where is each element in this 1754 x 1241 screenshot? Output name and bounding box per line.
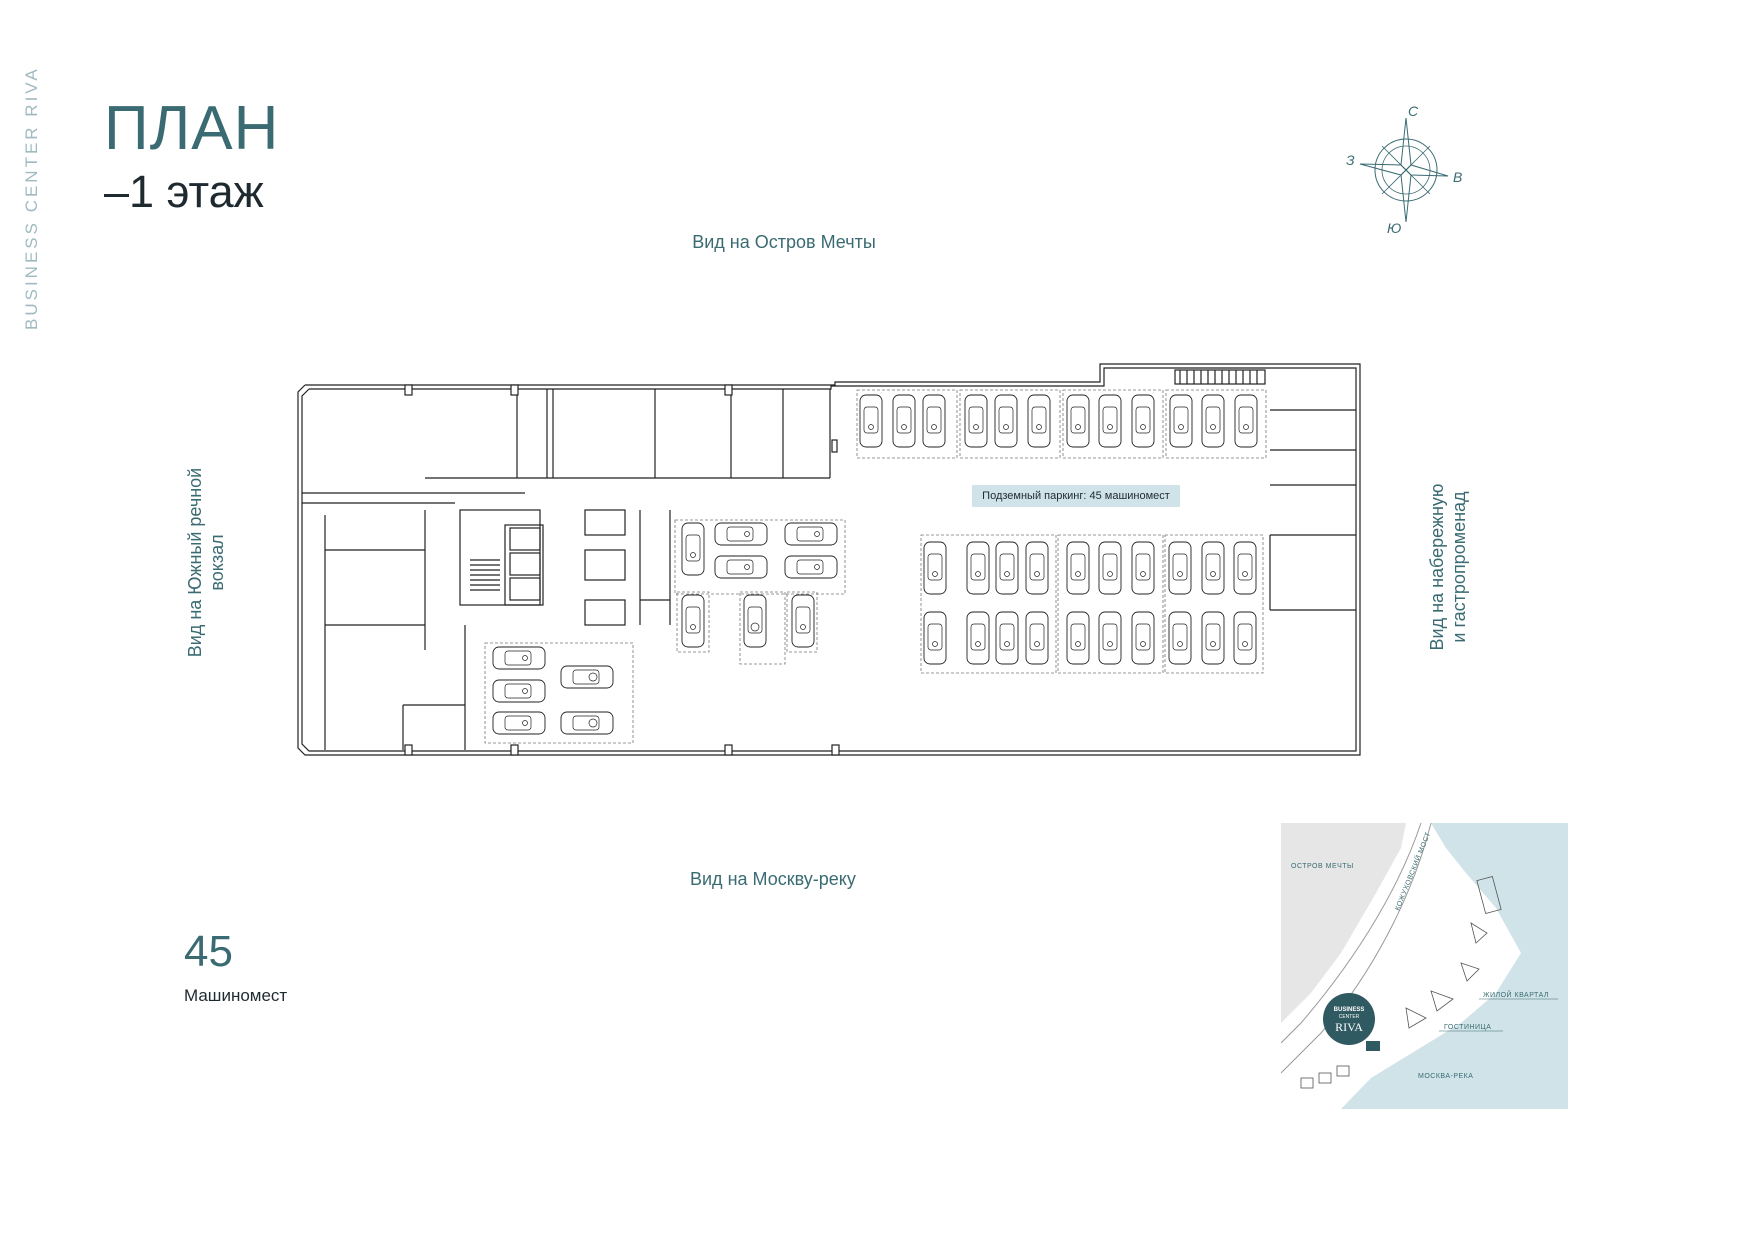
parking-space <box>1201 541 1225 595</box>
parking-space <box>1169 394 1193 448</box>
parking-space <box>1168 541 1192 595</box>
view-label-left: Вид на Южный речной вокзал <box>184 455 228 670</box>
parking-space <box>994 394 1018 448</box>
parking-space <box>923 611 947 665</box>
parking-space <box>492 646 546 670</box>
floor-subtitle: –1 этаж <box>104 166 264 217</box>
view-label-bottom: Вид на Москву-реку <box>690 869 856 889</box>
parking-space <box>995 541 1019 595</box>
parking-space <box>681 594 705 648</box>
minimap-label-river: МОСКВА-РЕКА <box>1418 1073 1473 1080</box>
parking-space <box>681 522 705 576</box>
compass-east: В <box>1453 169 1462 185</box>
minimap-label-island: ОСТРОВ МЕЧТЫ <box>1291 863 1354 870</box>
view-label-left-line1: Вид на Южный речной <box>185 467 205 658</box>
parking-space <box>1098 611 1122 665</box>
parking-space <box>995 611 1019 665</box>
parking-count: 45 <box>184 927 233 976</box>
parking-space <box>791 594 815 648</box>
minimap-logo-line2: CENTER <box>1339 1014 1360 1020</box>
parking-space <box>714 522 768 546</box>
view-label-left-line2: вокзал <box>207 534 227 591</box>
compass-south: Ю <box>1387 220 1401 235</box>
parking-space <box>1131 541 1155 595</box>
accessible-parking-space <box>560 665 614 689</box>
parking-space <box>1027 394 1051 448</box>
parking-space <box>964 394 988 448</box>
parking-space <box>922 394 946 448</box>
compass-north: С <box>1408 103 1419 119</box>
floor-plan <box>297 363 1361 756</box>
parking-space <box>1131 394 1155 448</box>
parking-space <box>492 679 546 703</box>
parking-space <box>1025 611 1049 665</box>
parking-space <box>784 522 838 546</box>
parking-space <box>892 394 916 448</box>
view-label-right: Вид на набережную и гастропроменад <box>1426 474 1470 660</box>
compass-rose-icon: С Ю В З <box>1340 100 1470 236</box>
view-label-right-line1: Вид на набережную <box>1427 483 1447 651</box>
parking-space <box>1066 611 1090 665</box>
parking-space <box>784 555 838 579</box>
parking-space <box>1098 541 1122 595</box>
accessible-parking-space <box>560 711 614 735</box>
parking-space <box>714 555 768 579</box>
view-label-top: Вид на Остров Мечты <box>692 232 876 252</box>
minimap-logo-line1: BUSINESS <box>1334 1007 1365 1013</box>
parking-space <box>1066 394 1090 448</box>
parking-space <box>1098 394 1122 448</box>
parking-space <box>1168 611 1192 665</box>
parking-space <box>1025 541 1049 595</box>
parking-space <box>1066 541 1090 595</box>
minimap-label-hotel: ГОСТИНИЦА <box>1444 1024 1491 1031</box>
parking-space <box>1201 611 1225 665</box>
compass-west: З <box>1346 152 1355 168</box>
parking-space <box>1234 394 1258 448</box>
parking-space <box>923 541 947 595</box>
parking-space <box>1201 394 1225 448</box>
parking-space <box>966 611 990 665</box>
page-title: ПЛАН <box>104 94 280 163</box>
parking-space <box>1131 611 1155 665</box>
parking-space <box>1233 541 1257 595</box>
accessible-parking-space <box>743 594 767 648</box>
parking-space <box>859 394 883 448</box>
view-label-right-line2: и гастропроменад <box>1449 491 1469 643</box>
outer-wall <box>297 363 1361 756</box>
minimap-logo-line3: RIVA <box>1335 1020 1363 1034</box>
parking-count-label: Машиномест <box>184 986 288 1005</box>
parking-label: Подземный паркинг: 45 машиномест <box>972 485 1180 507</box>
parking-space <box>1233 611 1257 665</box>
parking-space <box>966 541 990 595</box>
parking-space <box>492 711 546 735</box>
minimap-label-residential: ЖИЛОЙ КВАРТАЛ <box>1483 990 1549 999</box>
brand-vertical: BUSINESS CENTER RIVA <box>22 66 41 330</box>
location-minimap: BUSINESS CENTER RIVA ОСТРОВ МЕЧТЫ КОЖУХО… <box>1281 823 1568 1109</box>
